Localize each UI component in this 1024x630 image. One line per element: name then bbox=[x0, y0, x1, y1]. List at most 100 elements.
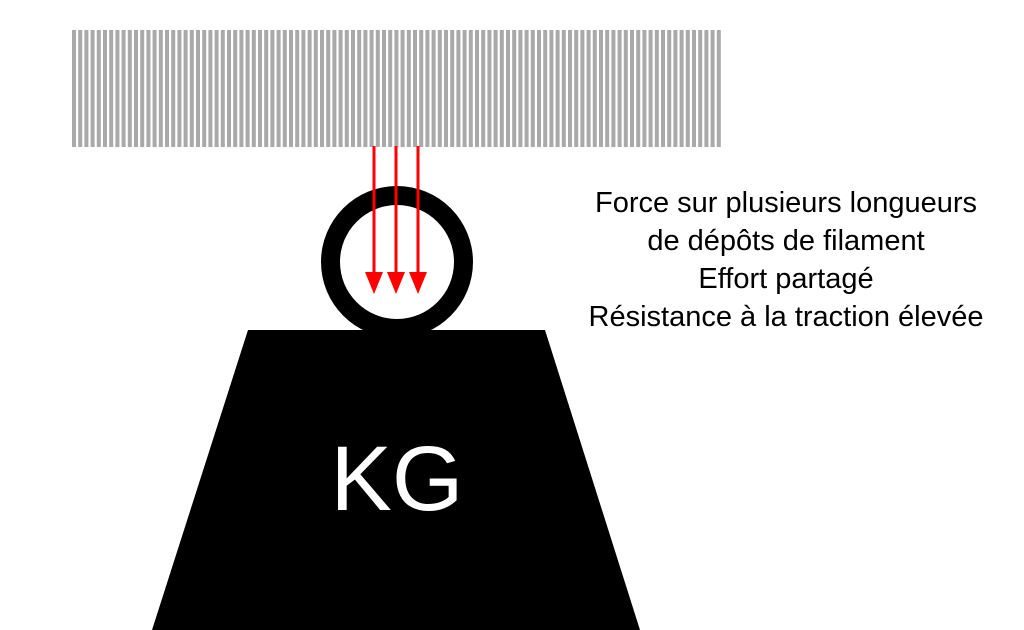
force-arrows bbox=[365, 146, 427, 294]
filament-layer-stripe bbox=[72, 30, 76, 147]
filament-layer-stripe bbox=[555, 30, 560, 147]
filament-layer-stripe bbox=[493, 30, 498, 147]
weight-body bbox=[152, 330, 640, 630]
filament-layer-stripe bbox=[698, 30, 703, 147]
filament-layer-stripe bbox=[208, 30, 213, 147]
filament-layer-stripe bbox=[109, 30, 114, 147]
filament-layer-stripe bbox=[375, 30, 380, 147]
filament-layer-stripe bbox=[96, 30, 101, 147]
filament-layer-stripe bbox=[171, 30, 176, 147]
filament-layer-stripe bbox=[716, 30, 721, 147]
filament-layer-stripe bbox=[468, 30, 473, 147]
filament-layer-stripe bbox=[617, 30, 622, 147]
filament-layer-stripe bbox=[642, 30, 647, 147]
filament-layer-stripe bbox=[661, 30, 665, 147]
filament-layer-stripe bbox=[481, 30, 486, 147]
filament-layer-stripe bbox=[537, 30, 541, 147]
filament-layer-stripe bbox=[543, 30, 548, 147]
filament-layer-stripe bbox=[431, 30, 436, 147]
filament-layer-stripe bbox=[388, 30, 393, 147]
filament-layer-stripe bbox=[630, 30, 634, 147]
filament-layer-stripe bbox=[245, 30, 250, 147]
filament-layer-stripe bbox=[220, 30, 225, 147]
filament-layer-stripe bbox=[301, 30, 306, 147]
filament-layer-stripe bbox=[506, 30, 510, 147]
filament-layer-stripe bbox=[127, 30, 132, 147]
caption-line-4: Résistance à la traction élevée bbox=[588, 301, 984, 333]
filament-layer-stripe bbox=[654, 30, 659, 147]
filament-layer-stripe bbox=[140, 30, 145, 147]
filament-layer-stripe bbox=[685, 30, 690, 147]
filament-layer-stripe bbox=[357, 30, 362, 147]
filament-layer-stripe bbox=[623, 30, 628, 147]
caption-line-1: Force sur plusieurs longueurs bbox=[594, 187, 977, 219]
filament-layer-stripe bbox=[382, 30, 386, 147]
filament-layer-stripe bbox=[134, 30, 138, 147]
filament-layer-stripe bbox=[561, 30, 566, 147]
filament-layer-stripe bbox=[524, 30, 529, 147]
filament-layer-stripe bbox=[214, 30, 219, 147]
filament-layer-stripe bbox=[512, 30, 517, 147]
filament-layer-stripe bbox=[295, 30, 300, 147]
force-arrow-head bbox=[365, 272, 383, 294]
filament-layer-stripe bbox=[568, 30, 572, 147]
filament-layer-stripe bbox=[710, 30, 715, 147]
filament-layer-stripe bbox=[115, 30, 120, 147]
filament-layer-stripe bbox=[320, 30, 324, 147]
filament-layer-stripe bbox=[158, 30, 163, 147]
filament-layer-stripe bbox=[549, 30, 554, 147]
filament-layer-stripe bbox=[196, 30, 200, 147]
filament-layer-stripe bbox=[679, 30, 684, 147]
filament-layer-stripe bbox=[313, 30, 318, 147]
filament-layer-stripe bbox=[202, 30, 207, 147]
filament-layer-stripe bbox=[90, 30, 95, 147]
filament-layer-stripe bbox=[258, 30, 262, 147]
filament-layer-stripe bbox=[425, 30, 430, 147]
filament-layer-stripe bbox=[704, 30, 709, 147]
filament-layer-stripe bbox=[121, 30, 126, 147]
filament-layer-stripe bbox=[103, 30, 107, 147]
filament-layer-stripe bbox=[233, 30, 238, 147]
filament-layer-stripe bbox=[444, 30, 448, 147]
filament-layer-stripe bbox=[636, 30, 641, 147]
force-arrow-head bbox=[409, 272, 427, 294]
filament-layer-stripe bbox=[344, 30, 349, 147]
filament-layer-stripe bbox=[239, 30, 244, 147]
filament-layer-stripe bbox=[419, 30, 424, 147]
filament-layer-stripe bbox=[456, 30, 461, 147]
filament-layer-stripe bbox=[307, 30, 312, 147]
filament-layer-stripe bbox=[611, 30, 616, 147]
filament-layer-stripe bbox=[499, 30, 504, 147]
filament-layer-stripe bbox=[282, 30, 287, 147]
filament-layer-stripe bbox=[592, 30, 597, 147]
filament-layer-stripe bbox=[450, 30, 455, 147]
filament-layer-stripe bbox=[152, 30, 157, 147]
filament-layer-stripe bbox=[667, 30, 672, 147]
filament-layers bbox=[72, 30, 721, 147]
filament-layer-stripe bbox=[574, 30, 579, 147]
filament-layer-stripe bbox=[394, 30, 399, 147]
filament-layer-stripe bbox=[487, 30, 492, 147]
filament-layer-stripe bbox=[599, 30, 603, 147]
filament-layer-stripe bbox=[406, 30, 411, 147]
filament-layer-stripe bbox=[518, 30, 523, 147]
caption-text: Force sur plusieurs longueurs de dépôts … bbox=[548, 184, 1024, 336]
filament-layer-stripe bbox=[369, 30, 374, 147]
filament-layer-stripe bbox=[326, 30, 331, 147]
filament-layer-stripe bbox=[530, 30, 535, 147]
filament-layer-stripe bbox=[78, 30, 83, 147]
filament-layer-stripe bbox=[289, 30, 293, 147]
filament-layer-stripe bbox=[146, 30, 151, 147]
filament-layer-stripe bbox=[413, 30, 417, 147]
caption-line-2: de dépôts de filament bbox=[647, 225, 925, 257]
filament-layer-stripe bbox=[276, 30, 281, 147]
force-arrow-head bbox=[387, 272, 405, 294]
filament-layer-stripe bbox=[673, 30, 678, 147]
weight-label: KG bbox=[331, 428, 464, 530]
filament-layer-stripe bbox=[462, 30, 467, 147]
filament-layer-stripe bbox=[605, 30, 610, 147]
filament-layer-stripe bbox=[189, 30, 194, 147]
filament-layer-stripe bbox=[270, 30, 275, 147]
